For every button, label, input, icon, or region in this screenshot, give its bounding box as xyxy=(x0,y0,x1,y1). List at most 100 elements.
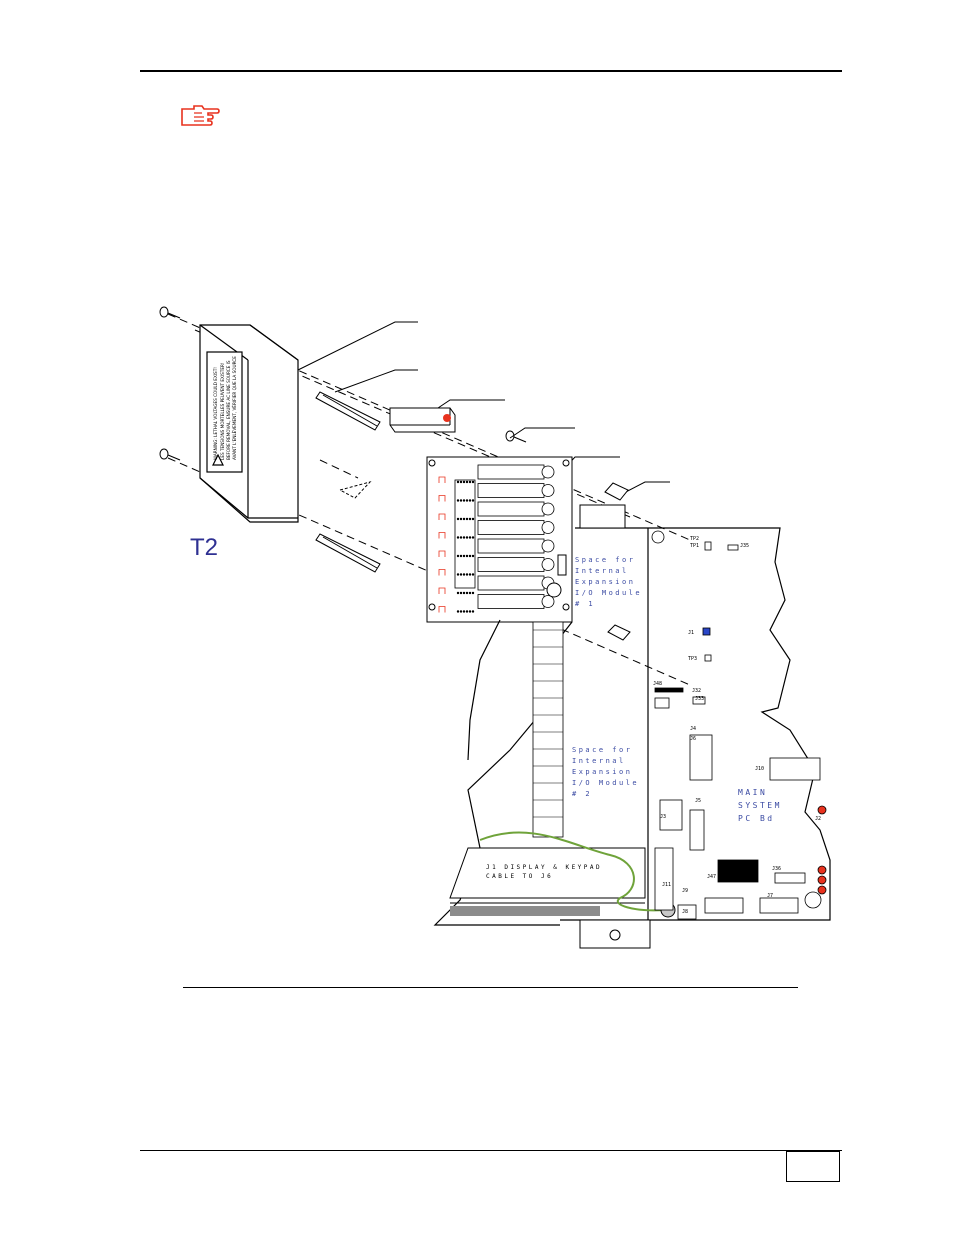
board-silkscreen: Space for Internal Expansion I/O Module … xyxy=(486,556,782,880)
ribbon-cable xyxy=(532,621,564,838)
terminal-icon xyxy=(462,591,466,595)
svg-text:TP3: TP3 xyxy=(688,656,697,662)
svg-text:Space for: Space for xyxy=(572,746,632,754)
terminal-icon xyxy=(465,610,469,613)
terminal-icon xyxy=(462,536,466,539)
terminal-icon xyxy=(456,610,460,613)
relay-led-icon xyxy=(541,595,555,608)
terminal-icon xyxy=(462,610,466,613)
terminal-icon xyxy=(468,480,472,484)
svg-text:J1: J1 xyxy=(688,630,694,636)
terminal-icon xyxy=(468,536,472,539)
footer-rule xyxy=(140,1150,842,1151)
svg-text:Internal: Internal xyxy=(575,567,629,575)
direction-arrow-icon xyxy=(338,481,372,499)
svg-text:# 1: # 1 xyxy=(575,600,595,608)
svg-text:J10: J10 xyxy=(755,766,764,772)
svg-text:BEFORE REMOVAL, ENSURE AC LINE: BEFORE REMOVAL, ENSURE AC LINE SOURCE IS xyxy=(226,360,231,460)
assembly-diagram: WARNING: LETHAL VOLTAGES COULD EXIST! LE… xyxy=(159,306,831,949)
relay-mark-icon xyxy=(438,606,446,613)
figure-tag-t2: T2 xyxy=(190,534,219,561)
svg-text:J8: J8 xyxy=(682,909,688,915)
svg-text:J11: J11 xyxy=(662,882,671,888)
relay-mark-icon xyxy=(438,532,446,539)
svg-text:J7: J7 xyxy=(767,893,773,899)
relay-icon xyxy=(477,483,545,498)
terminal-icon xyxy=(471,610,475,613)
page-number-box xyxy=(786,1151,840,1182)
terminal-icon xyxy=(459,573,463,576)
svg-text:PC Bd: PC Bd xyxy=(738,814,775,823)
terminal-icon xyxy=(465,480,469,484)
svg-text:AVANT L'ENLÈVEMENT, VÉRIFIER Q: AVANT L'ENLÈVEMENT, VÉRIFIER QUE LA SOUR… xyxy=(232,356,237,460)
relay-icon xyxy=(477,557,545,572)
relay-icon xyxy=(477,520,545,535)
svg-text:J6: J6 xyxy=(690,736,696,742)
relay-icon xyxy=(477,538,545,554)
svg-text:J5: J5 xyxy=(695,798,701,804)
svg-text:J4: J4 xyxy=(690,726,696,732)
svg-text:TP2: TP2 xyxy=(690,536,699,542)
status-led-icon xyxy=(443,414,451,422)
svg-text:# 2: # 2 xyxy=(572,790,592,798)
svg-text:J3: J3 xyxy=(660,814,666,820)
relay-mark-icon xyxy=(438,587,446,594)
header-rule xyxy=(140,70,842,72)
terminal-icon xyxy=(471,573,475,576)
terminal-icon xyxy=(471,517,475,521)
terminal-icon xyxy=(468,591,472,595)
terminal-icon xyxy=(468,499,472,502)
terminal-icon xyxy=(456,591,460,595)
terminal-icon xyxy=(459,536,463,539)
svg-text:J47: J47 xyxy=(707,874,716,880)
relay-module-board xyxy=(426,456,573,623)
terminal-icon xyxy=(462,517,466,521)
svg-text:Expansion: Expansion xyxy=(572,768,632,776)
terminal-icon xyxy=(459,517,463,521)
svg-text:SYSTEM: SYSTEM xyxy=(738,801,782,810)
terminal-icon xyxy=(456,536,460,539)
terminal-icon xyxy=(471,499,475,502)
svg-text:TP1: TP1 xyxy=(690,543,699,549)
board-components xyxy=(651,530,827,920)
relay-led-icon xyxy=(541,502,555,516)
relay-led-icon xyxy=(541,484,555,497)
terminal-icon xyxy=(456,499,460,502)
terminal-icon xyxy=(456,517,460,521)
relay-led-icon xyxy=(541,465,555,479)
relay-icon xyxy=(477,464,545,480)
terminal-icon xyxy=(462,573,466,576)
svg-text:J33: J33 xyxy=(695,696,704,702)
relay-mark-icon xyxy=(438,476,446,483)
svg-text:LES TENSIONS MORTELLES PEUVENT: LES TENSIONS MORTELLES PEUVENT EXISTER! xyxy=(220,362,225,460)
relay-led-icon xyxy=(541,521,555,534)
svg-text:J48: J48 xyxy=(653,681,662,687)
terminal-icon xyxy=(465,517,469,521)
svg-text:J9: J9 xyxy=(682,888,688,894)
terminal-icon xyxy=(465,573,469,576)
terminal-icon xyxy=(459,480,463,484)
svg-text:Internal: Internal xyxy=(572,757,626,765)
svg-text:Expansion: Expansion xyxy=(575,578,635,586)
terminal-icon xyxy=(459,591,463,595)
terminal-icon xyxy=(471,591,475,595)
screw-icon xyxy=(159,306,527,461)
svg-text:J36: J36 xyxy=(772,866,781,872)
terminal-icon xyxy=(456,480,460,484)
relay-mark-icon xyxy=(438,550,446,557)
relay-mark-icon xyxy=(438,495,446,502)
svg-text:CABLE TO J6: CABLE TO J6 xyxy=(486,873,553,880)
terminal-icon xyxy=(456,573,460,576)
terminal-icon xyxy=(462,480,466,484)
terminal-icon xyxy=(459,610,463,613)
terminal-icon xyxy=(468,517,472,521)
terminal-icon xyxy=(468,610,472,613)
terminal-icon xyxy=(459,499,463,502)
terminal-icon xyxy=(465,499,469,502)
relay-icon xyxy=(477,575,545,591)
terminal-icon xyxy=(462,499,466,502)
terminal-icon xyxy=(462,554,466,558)
svg-text:Space for: Space for xyxy=(575,556,635,564)
relay-mark-icon xyxy=(438,569,446,576)
terminal-icon xyxy=(468,573,472,576)
